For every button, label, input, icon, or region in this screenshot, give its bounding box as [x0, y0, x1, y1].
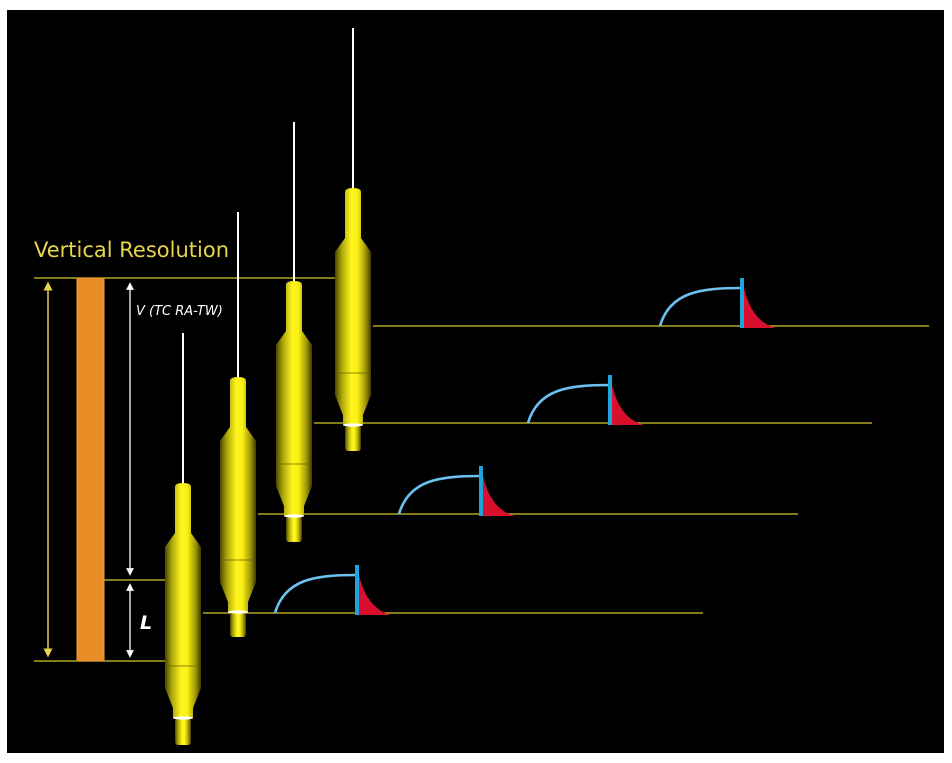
probe-tip [345, 425, 361, 451]
probe-body [165, 483, 201, 718]
step-bar [355, 565, 359, 615]
response-curve [273, 573, 358, 614]
decay-fill [483, 476, 515, 516]
probe-body [220, 377, 256, 612]
probe-3 [276, 122, 872, 542]
probe-tip [175, 718, 191, 745]
response-curve [397, 474, 482, 515]
probe-1 [165, 333, 703, 745]
probe-ring [284, 514, 304, 518]
decay-fill [359, 575, 391, 615]
probe-group [165, 28, 929, 745]
probe-ring [228, 610, 248, 614]
l-label: L [140, 612, 152, 634]
diagram-canvas [7, 10, 944, 753]
probe-tip [230, 612, 246, 637]
probe-ring [343, 423, 363, 427]
resolution-column [76, 277, 105, 662]
decay-fill [612, 385, 644, 425]
probe-tip [286, 516, 302, 542]
probe-body [276, 281, 312, 516]
diagram-title: Vertical Resolution [34, 238, 229, 262]
v-label: V (TC RA-TW) [136, 304, 223, 319]
step-bar [608, 375, 612, 425]
response-curve [526, 383, 611, 424]
probe-ring [173, 716, 193, 720]
response-curve [658, 286, 743, 327]
probe-2 [220, 212, 798, 637]
decay-fill [744, 288, 776, 328]
probe-body [335, 188, 371, 425]
step-bar [479, 466, 483, 516]
step-bar [740, 278, 744, 328]
probe-4 [335, 28, 929, 451]
